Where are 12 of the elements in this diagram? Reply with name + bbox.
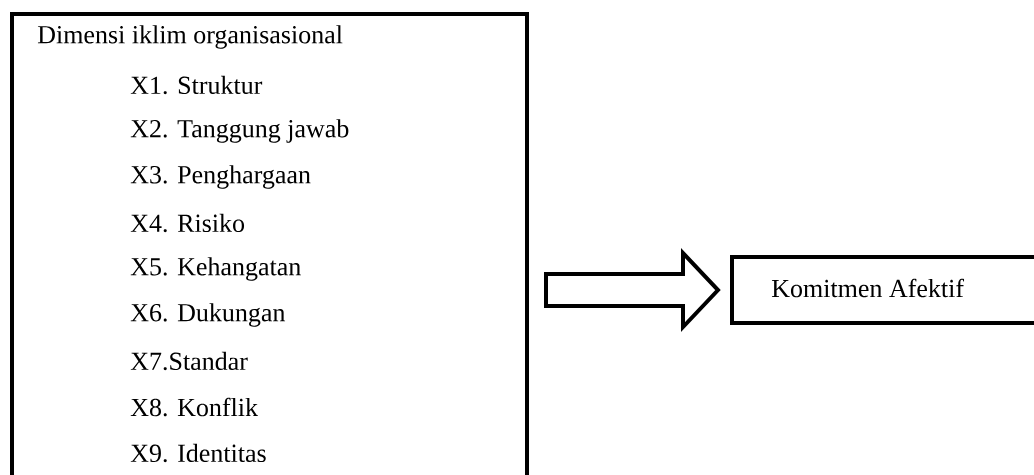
block-arrow <box>544 248 721 333</box>
list-item: X8. Konflik <box>130 397 258 417</box>
list-item: X1. Struktur <box>130 75 263 95</box>
box-label: Komitmen Afektif <box>771 278 964 298</box>
list-item: X5. Kehangatan <box>130 257 301 281</box>
list-item: X2. Tanggung jawab <box>130 119 349 143</box>
list-item: X9. Identitas <box>130 443 266 463</box>
list-item: X6. Dukungan <box>130 303 286 327</box>
list-item: X4. Risiko <box>130 213 245 233</box>
list-item: X7.Standar <box>130 351 248 371</box>
list-item: X3. Penghargaan <box>130 165 311 189</box>
box-heading: Dimensi iklim organisasional <box>37 25 343 49</box>
